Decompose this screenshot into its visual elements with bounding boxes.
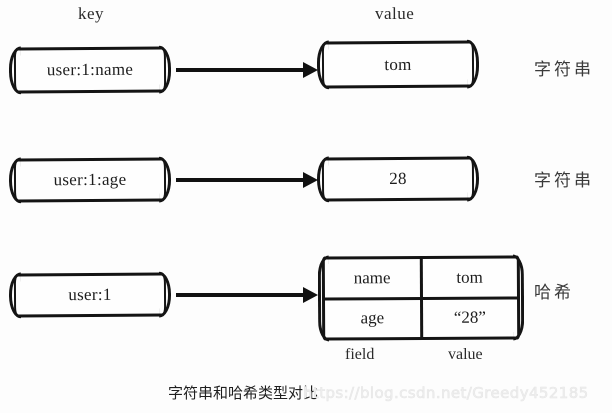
type-label-string-2: 字符串 <box>534 171 594 191</box>
type-label-hash: 哈希 <box>534 283 574 303</box>
value-box-28: 28 <box>321 156 475 202</box>
key-box-user-1: user:1 <box>13 272 167 318</box>
key-box-user-1-age: user:1:age <box>13 157 167 203</box>
arrow-row-1 <box>176 68 304 72</box>
type-label-string-1: 字符串 <box>534 60 594 80</box>
column-header-key: key <box>78 4 105 23</box>
key-box-user-1-name: user:1:name <box>13 46 167 94</box>
hash-table-row: name tom <box>324 258 518 301</box>
hash-table-footer-value: value <box>448 346 483 363</box>
hash-field-cell: name <box>324 258 423 298</box>
hash-field-cell: age <box>325 299 423 338</box>
diagram-caption: 字符串和哈希类型对比 <box>168 384 319 402</box>
hash-table-footer-field: field <box>345 346 375 363</box>
hash-value-cell: “28” <box>453 307 486 328</box>
value-box-tom: tom <box>321 40 475 89</box>
hash-table: name tom age “28” <box>321 255 521 341</box>
hash-value-cell: tom <box>456 267 483 287</box>
arrow-row-2 <box>176 178 304 182</box>
arrow-row-3 <box>176 293 304 297</box>
value-box-label: 28 <box>389 168 407 189</box>
key-box-label: user:1 <box>68 284 112 305</box>
watermark: https://blog.csdn.net/Greedy452185 <box>303 384 589 403</box>
value-box-label: tom <box>384 54 412 74</box>
hash-table-row: age “28” <box>325 299 517 338</box>
key-box-label: user:1:age <box>53 169 127 190</box>
column-header-value: value <box>375 4 415 23</box>
key-box-label: user:1:name <box>46 59 134 80</box>
